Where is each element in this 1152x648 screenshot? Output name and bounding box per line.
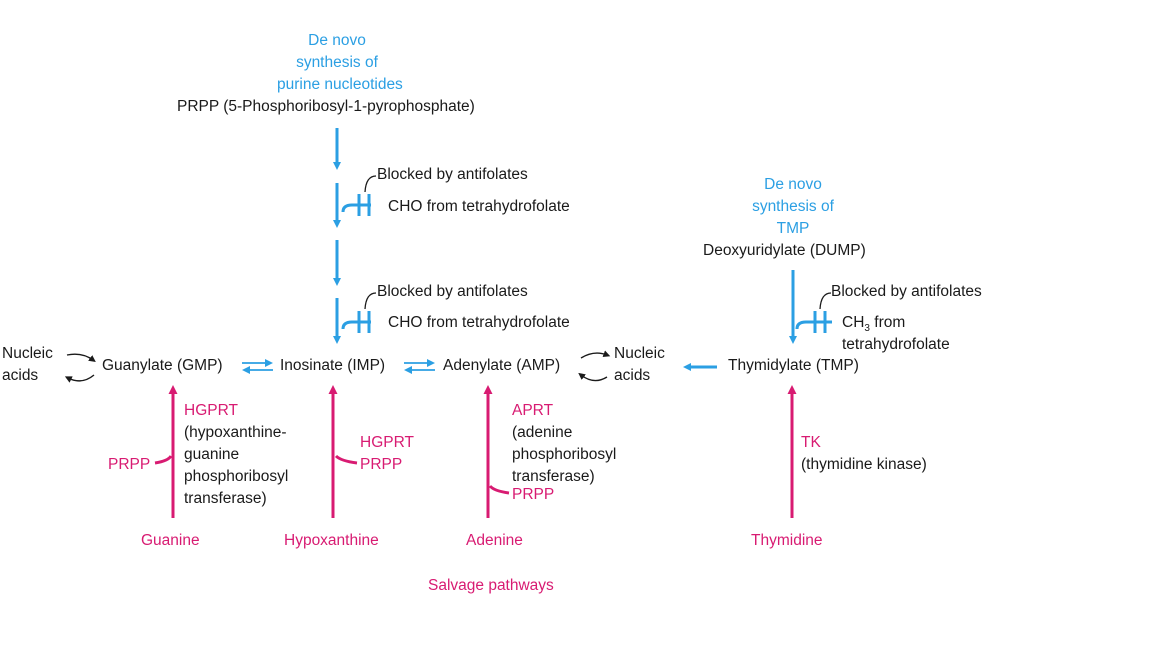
left-cycle-top (66, 353, 96, 363)
ch3-input (795, 320, 832, 330)
tmp-block-callout (819, 292, 832, 310)
cho-label-2: CHO from tetrahydrofolate (388, 314, 570, 331)
nucleic-acids-left: Nucleic acids (2, 343, 53, 387)
hgprt-description: (hypoxanthine- guanine phosphoribosyl tr… (184, 422, 288, 510)
hypoxanthine-label: Hypoxanthine (284, 532, 379, 549)
hgprt-desc-line-1: (hypoxanthine- (184, 424, 287, 441)
nucleic-right-line-2: acids (614, 367, 651, 384)
ch3-sub: 3 (864, 323, 870, 335)
salvage-pathways-title: Salvage pathways (428, 577, 554, 594)
gmp-label: Guanylate (GMP) (102, 357, 223, 374)
cho-input-1 (341, 203, 371, 213)
aprt-description: (adenine phosphoribosyl transferase) (512, 422, 616, 488)
thymidine-label: Thymidine (751, 532, 823, 549)
right-cycle-top (580, 350, 611, 359)
right-cycle-bottom (578, 372, 608, 382)
nucleic-left-line-2: acids (2, 367, 39, 384)
hgprt-desc-line-2: guanine (184, 446, 240, 463)
block-callout-1 (364, 175, 377, 193)
adenine-prpp-input (488, 484, 510, 495)
adenine-prpp-label: PRPP (512, 486, 555, 503)
ch3-from: from (869, 314, 906, 331)
adenine-label: Adenine (466, 532, 523, 549)
tk-label: TK (801, 434, 821, 451)
guanine-hgprt-label: HGPRT (184, 402, 238, 419)
guanine-prpp-label: PRPP (108, 456, 151, 473)
aprt-desc-line-2: phosphoribosyl (512, 446, 617, 463)
denovo-tmp-line-2: synthesis of (752, 198, 834, 215)
denovo-purine-line-1: De novo (308, 32, 366, 49)
hypoxanthine-prpp-label: PRPP (360, 456, 403, 473)
aprt-desc-line-3: transferase) (512, 468, 595, 485)
imp-label: Inosinate (IMP) (280, 357, 386, 374)
hgprt-desc-line-4: transferase) (184, 490, 267, 507)
tk-description: (thymidine kinase) (801, 456, 927, 473)
tmp-blocked-label: Blocked by antifolates (831, 283, 982, 300)
nucleic-left-line-1: Nucleic (2, 345, 53, 362)
nucleic-right-line-1: Nucleic (614, 345, 665, 362)
hypoxanthine-hgprt-label: HGPRT (360, 434, 414, 451)
amp-label: Adenylate (AMP) (443, 357, 561, 374)
denovo-tmp-line-1: De novo (764, 176, 822, 193)
guanine-prpp-input (154, 455, 173, 465)
aprt-desc-line-1: (adenine (512, 424, 573, 441)
ch3-ch: CH (842, 314, 865, 331)
cho-input-2 (341, 320, 371, 330)
tmp-label: Thymidylate (TMP) (728, 357, 859, 374)
hgprt-desc-line-3: phosphoribosyl (184, 468, 289, 485)
dump-label: Deoxyuridylate (DUMP) (703, 242, 866, 259)
nucleic-acids-right: Nucleic acids (614, 343, 665, 387)
cho-label-1: CHO from tetrahydrofolate (388, 198, 570, 215)
denovo-purine-line-3: purine nucleotides (277, 76, 403, 93)
guanine-label: Guanine (141, 532, 200, 549)
ch3-line2: tetrahydrofolate (842, 336, 950, 353)
denovo-tmp-line-3: TMP (776, 220, 810, 237)
blocked-label-1: Blocked by antifolates (377, 166, 528, 183)
prpp-full-label: PRPP (5-Phosphoribosyl-1-pyrophosphate) (177, 98, 475, 115)
aprt-label: APRT (512, 402, 554, 419)
denovo-purine-line-2: synthesis of (296, 54, 378, 71)
denovo-tmp-label: De novo synthesis of TMP (743, 174, 843, 240)
denovo-purine-label: De novo synthesis of purine nucleotides (277, 30, 403, 96)
ch3-label: CH3 from (842, 312, 905, 340)
left-cycle-bottom (64, 374, 95, 383)
block-callout-2 (364, 292, 377, 310)
hypoxanthine-prpp-input (334, 454, 358, 465)
blocked-label-2: Blocked by antifolates (377, 283, 528, 300)
